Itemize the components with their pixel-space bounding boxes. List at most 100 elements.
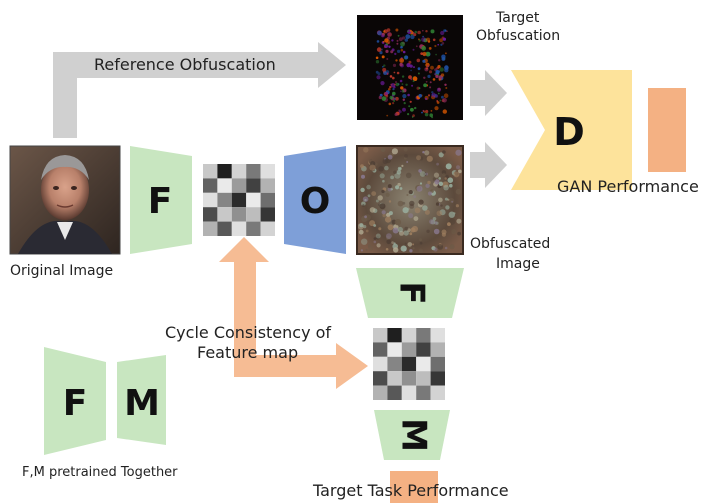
noise-dot <box>420 52 424 55</box>
noise-dot <box>453 171 460 178</box>
noise-dot <box>436 210 443 217</box>
noise-dot <box>362 204 365 207</box>
noise-dot <box>441 57 446 61</box>
noise-dot <box>416 155 422 161</box>
noise-dot <box>436 66 439 70</box>
noise-dot <box>402 107 406 112</box>
reference-obfuscation-label: Reference Obfuscation <box>94 55 276 74</box>
noise-dot <box>429 86 432 89</box>
noise-dot <box>427 191 433 196</box>
feature-map-cell <box>416 328 431 343</box>
noise-dot <box>403 156 407 160</box>
noise-dot <box>381 96 387 101</box>
noise-dot <box>413 66 415 69</box>
noise-dot <box>382 67 387 72</box>
noise-dot <box>436 162 439 166</box>
noise-dot <box>416 58 421 63</box>
noise-dot <box>402 50 406 54</box>
noise-dot <box>441 42 445 45</box>
noise-dot <box>434 106 439 111</box>
encoder-f-letter: F <box>148 181 173 222</box>
feature-map-cell <box>373 385 388 400</box>
feature-map-cell <box>231 207 247 222</box>
noise-dot <box>424 150 430 156</box>
feature-map-cell <box>231 178 247 193</box>
noise-dot <box>409 100 412 103</box>
noise-dot <box>405 34 411 39</box>
noise-dot <box>363 147 369 153</box>
noise-dot <box>430 110 433 112</box>
noise-dot <box>393 99 396 102</box>
noise-dot <box>380 33 385 38</box>
feature-map-cell <box>246 192 261 208</box>
feature-map-cell <box>260 192 275 208</box>
noise-dot <box>441 229 447 235</box>
noise-dot <box>391 39 394 42</box>
obfuscated-to-d-arrow <box>470 142 507 188</box>
noise-dot <box>384 92 389 96</box>
noise-dot <box>438 152 444 158</box>
noise-dot <box>414 106 417 110</box>
noise-dot <box>388 211 393 216</box>
noise-dot <box>426 65 430 68</box>
noise-dot <box>404 226 409 231</box>
noise-dot <box>395 96 399 101</box>
noise-dot <box>440 204 443 207</box>
noise-dot <box>366 184 371 190</box>
noise-dot <box>394 113 398 116</box>
noise-dot <box>403 102 406 105</box>
target-to-d-arrow <box>470 70 507 116</box>
noise-dot <box>432 38 436 42</box>
noise-dot <box>396 42 399 45</box>
pretrained-f-letter: F <box>63 383 88 424</box>
encoder-f-rotated-letter: F <box>392 281 432 304</box>
noise-dot <box>431 246 436 251</box>
noise-dot <box>361 174 365 179</box>
discriminator-d-letter: D <box>553 110 585 154</box>
noise-dot <box>382 66 384 68</box>
noise-dot <box>395 28 399 32</box>
noise-dot <box>384 165 389 171</box>
noise-dot <box>409 232 413 236</box>
noise-dot <box>417 67 421 71</box>
feature-map-cell <box>217 207 232 222</box>
noise-dot <box>436 100 439 102</box>
noise-dot <box>422 35 424 38</box>
noise-dot <box>381 210 386 215</box>
noise-dot <box>375 199 379 203</box>
noise-dot <box>407 30 409 32</box>
noise-dot <box>388 45 391 48</box>
noise-dot <box>399 167 402 170</box>
noise-dot <box>432 177 437 181</box>
noise-dot <box>444 83 447 87</box>
noise-dot <box>386 39 391 44</box>
noise-dot <box>383 71 387 75</box>
feature-map-cell <box>246 178 261 193</box>
obfuscated-image-line-2: Image <box>496 256 540 272</box>
noise-dot <box>428 70 433 74</box>
noise-dot <box>422 29 424 32</box>
noise-dot <box>438 181 444 186</box>
noise-dot <box>419 171 426 177</box>
noise-dot <box>425 51 431 57</box>
noise-dot <box>391 241 394 244</box>
feature-map-cell <box>373 371 388 386</box>
noise-dot <box>392 88 395 91</box>
noise-dot <box>400 86 404 90</box>
noise-dot <box>404 38 408 42</box>
noise-dot <box>413 33 417 37</box>
noise-dot <box>425 80 428 83</box>
noise-dot <box>393 86 396 89</box>
noise-dot <box>394 83 396 86</box>
noise-dot <box>437 43 440 46</box>
feature-map-cell <box>217 178 232 193</box>
fm-pretrained-label: F,M pretrained Together <box>22 465 178 480</box>
feature-map-cell <box>246 207 261 222</box>
noise-dot <box>373 237 377 240</box>
noise-dot <box>444 246 448 250</box>
noise-dot <box>406 161 409 163</box>
noise-dot <box>413 216 419 222</box>
noise-dot <box>425 109 429 114</box>
model-m-rotated-letter: M <box>394 418 434 452</box>
noise-dot <box>418 38 420 41</box>
